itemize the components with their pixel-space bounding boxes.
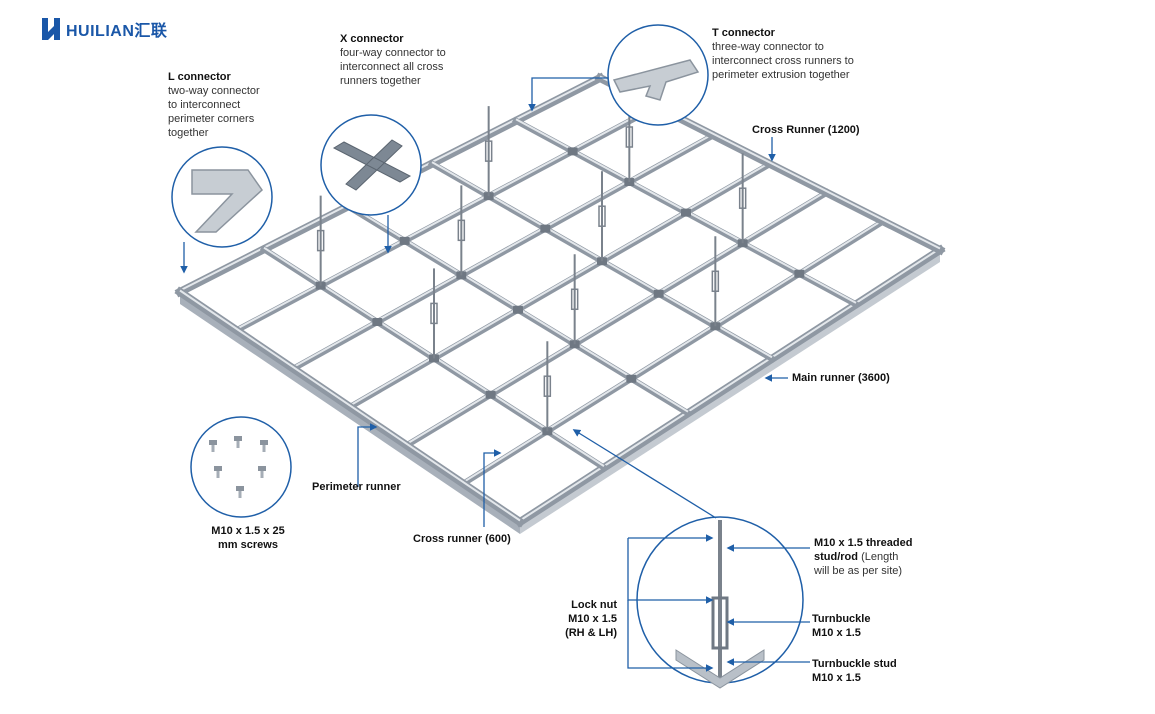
turnbuckle-body [484,140,493,162]
turnbuckle-pointer-leader [572,429,717,519]
x-connector [399,236,410,245]
t-connector-leader [528,77,608,112]
turnbuckle-body [543,375,552,397]
screw-shank [238,491,242,498]
turnbuckle-body [316,229,325,252]
l-connector-icon [191,169,263,233]
t-connector-label: T connector three-way connector to inter… [712,27,854,81]
cross-runner-line [174,286,526,528]
x-connector [681,208,691,217]
cross-runner-600-leader [483,449,502,527]
cross-runner-highlight [179,289,521,522]
cross-runner-1200-label: Cross Runner (1200) [752,124,860,136]
turnbuckle-body [430,302,438,325]
x-connector [794,269,805,278]
runner-line [289,131,718,373]
screw-icon [209,440,217,445]
runner-highlight [349,161,771,407]
turnbuckle-body [457,219,466,242]
x-connector [513,305,523,314]
x-connector [540,224,551,233]
logo-mark-icon [42,18,60,40]
x-connector [626,374,637,383]
screw-shank [236,441,240,448]
runner-line [514,244,946,528]
runner-highlight [462,218,884,484]
runner-highlight [292,132,714,369]
brand-name: HUILIAN汇联 [66,23,168,40]
turnbuckle-body [625,126,634,148]
x-connector [372,318,383,326]
callout-circles [171,24,804,689]
perimeter-runner-leader [357,423,378,487]
runner-line [345,159,775,412]
runner-section [675,649,765,689]
screw-icon [258,466,266,471]
turnbuckle-body [738,187,747,209]
perimeter-runner-label: Perimeter runner [312,481,401,493]
runner-highlight [236,104,658,330]
l-connector-label: L connector two-way connector to interco… [168,71,260,139]
screw-shank [260,471,264,478]
runner-highlight [406,190,828,445]
screw-shank [211,445,215,452]
runner-line [459,217,888,488]
x-connector [567,147,578,156]
x-connector-icon [332,139,412,191]
screw-icon [234,436,242,441]
x-connector [653,289,664,298]
leader-lines [180,77,810,672]
main-runner-label: Main runner (3600) [792,372,890,384]
screws-callout [190,416,292,518]
cross-runner-600-label: Cross runner (600) [413,533,511,545]
x-connector [485,390,496,399]
turnbuckle-body [598,205,606,227]
runner-highlight [519,247,941,522]
x-connector-label: X connector four-way connector to interc… [340,33,446,87]
t-connector-icon [612,59,700,101]
suspension-rods [316,92,747,432]
turnbuckle-body [570,288,579,311]
brand-logo: HUILIAN汇联 [40,14,167,44]
runner-line [402,188,831,450]
l-connector-callout [171,146,273,248]
screw-shank [216,471,220,478]
lock-nut-leader-bottom [627,600,714,672]
runner-line [232,102,661,335]
screw-icon [236,486,244,491]
screw-shank [262,445,266,452]
screw-icon [260,440,268,445]
threaded-stud-label: M10 x 1.5 threaded stud/rod (Length will… [814,537,913,577]
turnbuckle-body [711,270,720,293]
screw-icon [214,466,222,471]
